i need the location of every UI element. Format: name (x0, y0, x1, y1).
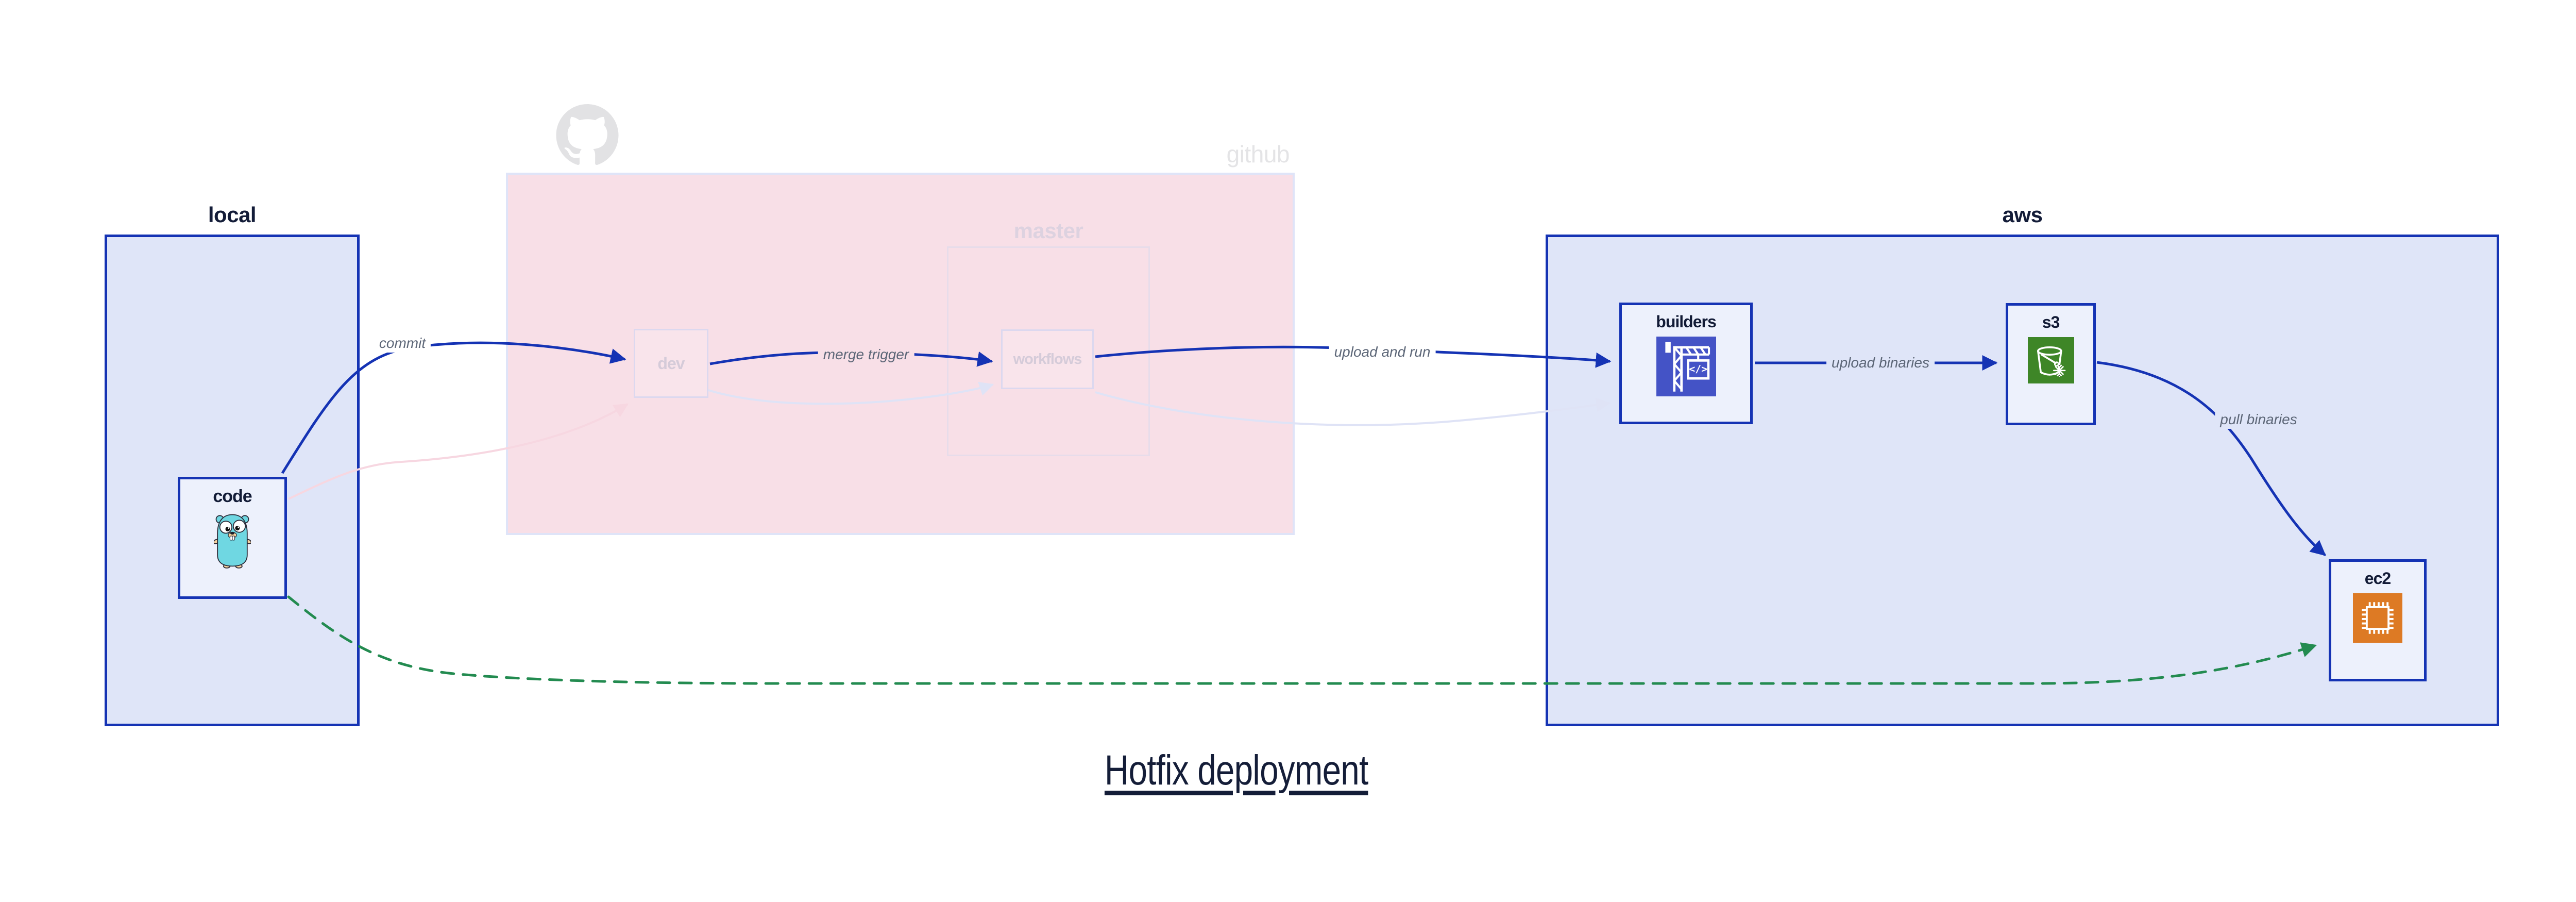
node-workflows: workflows (1001, 329, 1094, 389)
node-s3-label: s3 (2042, 313, 2060, 331)
node-code: code (178, 477, 287, 599)
edge-faded-workflows-to-builders (1095, 391, 1611, 426)
ec2-chip-icon (2353, 593, 2402, 643)
node-ec2-label: ec2 (2364, 569, 2391, 588)
github-logo-icon (556, 104, 619, 165)
codebuild-crane-icon: </> (1656, 337, 1716, 396)
cluster-github-label: github (1226, 141, 1290, 168)
edge-label-merge-trigger: merge trigger (818, 345, 914, 364)
cluster-aws-label: aws (2002, 203, 2043, 227)
go-gopher-icon (214, 514, 251, 569)
edge-label-commit: commit (374, 334, 431, 353)
node-builders: builders </> (1619, 303, 1753, 424)
edge-label-upload-and-run: upload and run (1329, 343, 1436, 361)
edge-hotfix-dashed (287, 595, 2317, 685)
node-s3: s3 (2006, 303, 2096, 425)
cluster-master-label: master (1013, 219, 1083, 243)
diagram-title: Hotfix deployment (979, 746, 1494, 795)
edge-pull-binaries (2096, 361, 2326, 556)
edge-faded-code-to-dev (288, 403, 629, 500)
edge-commit (281, 341, 626, 474)
edge-label-pull-binaries: pull binaries (2215, 410, 2302, 429)
node-dev-label: dev (657, 354, 685, 373)
svg-text:</>: </> (1689, 363, 1707, 375)
node-ec2: ec2 (2329, 559, 2427, 681)
node-builders-label: builders (1656, 312, 1716, 331)
diagram-title-text: Hotfix deployment (1105, 747, 1368, 794)
node-dev: dev (634, 329, 708, 398)
edge-faded-dev-to-workflows (708, 381, 994, 405)
node-code-label: code (213, 487, 252, 506)
s3-glacier-bucket-icon (2027, 337, 2074, 383)
edge-label-upload-binaries: upload binaries (1826, 354, 1935, 372)
cluster-local-label: local (208, 203, 257, 227)
node-workflows-label: workflows (1013, 350, 1082, 368)
